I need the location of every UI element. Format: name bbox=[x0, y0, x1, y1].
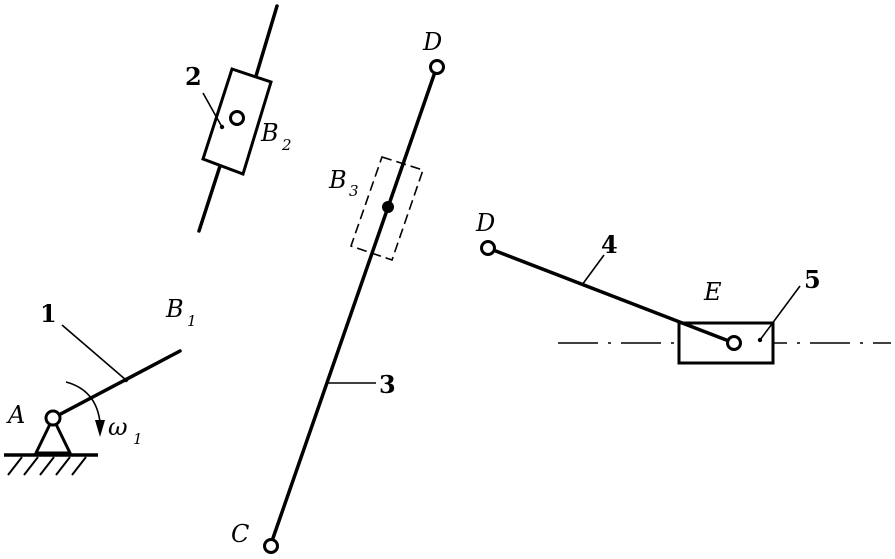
label-link-1: 1 bbox=[40, 299, 57, 328]
label-b1-sub: 1 bbox=[187, 312, 197, 330]
joint-b3 bbox=[382, 201, 394, 213]
label-link-4: 4 bbox=[601, 230, 618, 259]
label-a: A bbox=[6, 401, 25, 429]
label-d-link-3: D bbox=[422, 28, 442, 56]
label-b3: B bbox=[328, 166, 347, 194]
link-3-ghost-slider bbox=[349, 156, 425, 262]
link-1-crank bbox=[51, 349, 182, 420]
ground-support bbox=[33, 414, 73, 455]
link-2-assembly: 2 B 2 bbox=[185, 4, 292, 233]
link-1-assembly: 1 B 1 A ω 1 bbox=[4, 295, 197, 476]
omega-arrow-head bbox=[95, 420, 105, 437]
link-1-leader bbox=[61, 324, 127, 381]
link-4-leader bbox=[581, 254, 605, 286]
label-e: E bbox=[703, 278, 722, 306]
link-2-leader bbox=[202, 92, 223, 128]
label-d-link-4: D bbox=[475, 209, 495, 237]
label-b1: B bbox=[165, 295, 184, 323]
label-b2-sub: 2 bbox=[281, 136, 292, 154]
link-5-leader bbox=[759, 285, 801, 341]
link-2-guide-upper bbox=[254, 4, 279, 78]
omega-arrow-arc bbox=[65, 381, 101, 423]
joint-d-link-4 bbox=[480, 240, 496, 256]
label-omega: ω bbox=[108, 413, 128, 441]
label-omega-sub: 1 bbox=[133, 430, 143, 448]
link-2-guide-lower bbox=[197, 164, 222, 233]
ground-hatching bbox=[7, 456, 87, 476]
joint-c bbox=[263, 538, 279, 554]
joint-b2 bbox=[229, 110, 245, 126]
link-4-rod bbox=[486, 246, 736, 345]
label-b2: B bbox=[260, 119, 279, 147]
link-3-assembly: 3 D C B 3 bbox=[231, 28, 445, 554]
joint-d-link-3 bbox=[429, 59, 445, 75]
joint-e bbox=[726, 335, 742, 351]
link-4-5-assembly: 4 5 D E bbox=[475, 209, 891, 365]
label-link-2: 2 bbox=[185, 62, 202, 91]
label-b3-sub: 3 bbox=[349, 182, 359, 200]
label-link-5: 5 bbox=[804, 265, 821, 294]
label-c: C bbox=[231, 520, 249, 548]
joint-a bbox=[44, 409, 62, 427]
label-link-3: 3 bbox=[379, 370, 396, 399]
link-3-bar bbox=[270, 70, 437, 543]
